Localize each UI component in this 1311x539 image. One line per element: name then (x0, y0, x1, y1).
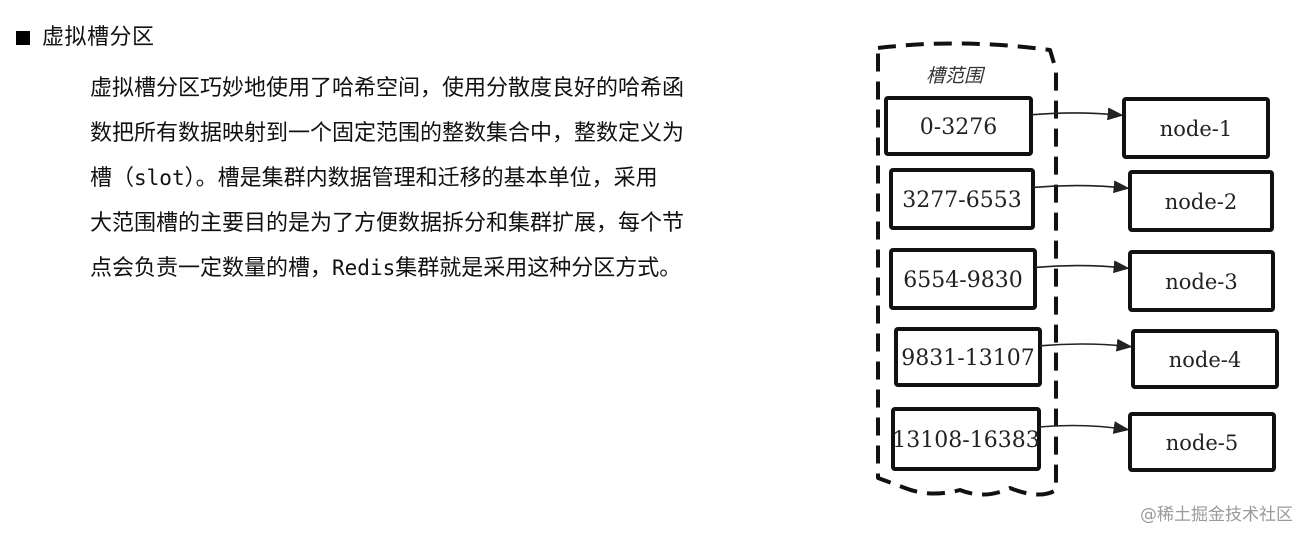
slot-range-label: 13108-16383 (892, 428, 1039, 453)
slot-box: 6554-9830 (889, 248, 1037, 310)
node-box: node-2 (1128, 170, 1274, 232)
node-box: node-4 (1131, 329, 1279, 389)
slot-boxes: 0-3276 3277-6553 6554-9830 9831-13107 13108-… (884, 96, 1042, 471)
node-box-frame (1128, 250, 1275, 312)
slot-range-title: 槽范围 (926, 65, 986, 87)
node-box: node-3 (1128, 250, 1275, 312)
slot-range-label: 6554-9830 (903, 268, 1022, 293)
slot-box: 3277-6553 (889, 168, 1035, 230)
mapping-arrow (1038, 421, 1130, 434)
paragraph-line-1: 虚拟槽分区巧妙地使用了哈希空间，使用分散度良好的哈希函 (90, 76, 685, 101)
slot-box-frame (889, 168, 1035, 230)
mapping-arrow (1032, 180, 1130, 194)
slot-box: 0-3276 (884, 96, 1033, 156)
mapping-arrows (1030, 107, 1133, 434)
section-heading: 虚拟槽分区 (42, 25, 155, 50)
slot-box-frame (884, 96, 1033, 156)
node-label: node-4 (1169, 348, 1242, 372)
paragraph-line-3-pre: 槽（ (90, 166, 135, 191)
slot-box: 9831-13107 (894, 327, 1042, 387)
paragraph-line-2: 数把所有数据映射到一个固定范围的整数集合中，整数定义为 (90, 121, 685, 146)
bullet-square (16, 31, 30, 45)
mapping-arrow (1039, 338, 1133, 352)
slot-range-label: 9831-13107 (901, 346, 1034, 371)
mapping-arrow (1030, 107, 1124, 121)
paragraph-line-5-post: 集群就是采用这种分区方式。 (395, 256, 682, 281)
slot-range-container (876, 41, 1058, 497)
node-box-frame (1128, 412, 1276, 472)
slot-box: 13108-16383 (891, 407, 1041, 471)
node-box-frame (1128, 170, 1274, 232)
node-label: node-5 (1166, 431, 1239, 455)
node-label: node-3 (1165, 270, 1238, 294)
mapping-arrow (1034, 260, 1130, 274)
slot-range-label: 3277-6553 (902, 188, 1021, 213)
paragraph-line-5-pre: 点会负责一定数量的槽， (90, 256, 333, 281)
paragraph-line-4: 大范围槽的主要目的是为了方便数据拆分和集群扩展，每个节 (90, 211, 685, 236)
node-label: node-2 (1165, 190, 1238, 214)
slot-code: slot (134, 166, 185, 190)
paragraph-line-3: 槽（slot）。槽是集群内数据管理和迁移的基本单位，采用 (90, 156, 790, 201)
node-label: node-1 (1160, 117, 1233, 141)
node-boxes: node-1 node-2 node-3 node-4 node-5 (1122, 97, 1279, 472)
node-box: node-1 (1122, 97, 1270, 159)
slot-range-label: 0-3276 (920, 115, 997, 140)
paragraph-line-3-post: ）。槽是集群内数据管理和迁移的基本单位，采用 (184, 166, 658, 191)
redis-code: Redis (332, 256, 396, 280)
watermark: @稀土掘金技术社区 (1140, 505, 1293, 525)
slot-box-frame (891, 407, 1041, 471)
node-box-frame (1131, 329, 1279, 389)
slot-box-frame (889, 248, 1037, 310)
node-box: node-5 (1128, 412, 1276, 472)
description-paragraph: 虚拟槽分区巧妙地使用了哈希空间，使用分散度良好的哈希函 数把所有数据映射到一个固… (90, 66, 790, 291)
paragraph-line-5: 点会负责一定数量的槽，Redis集群就是采用这种分区方式。 (90, 246, 790, 291)
node-box-frame (1122, 97, 1270, 159)
slot-box-frame (894, 327, 1042, 387)
